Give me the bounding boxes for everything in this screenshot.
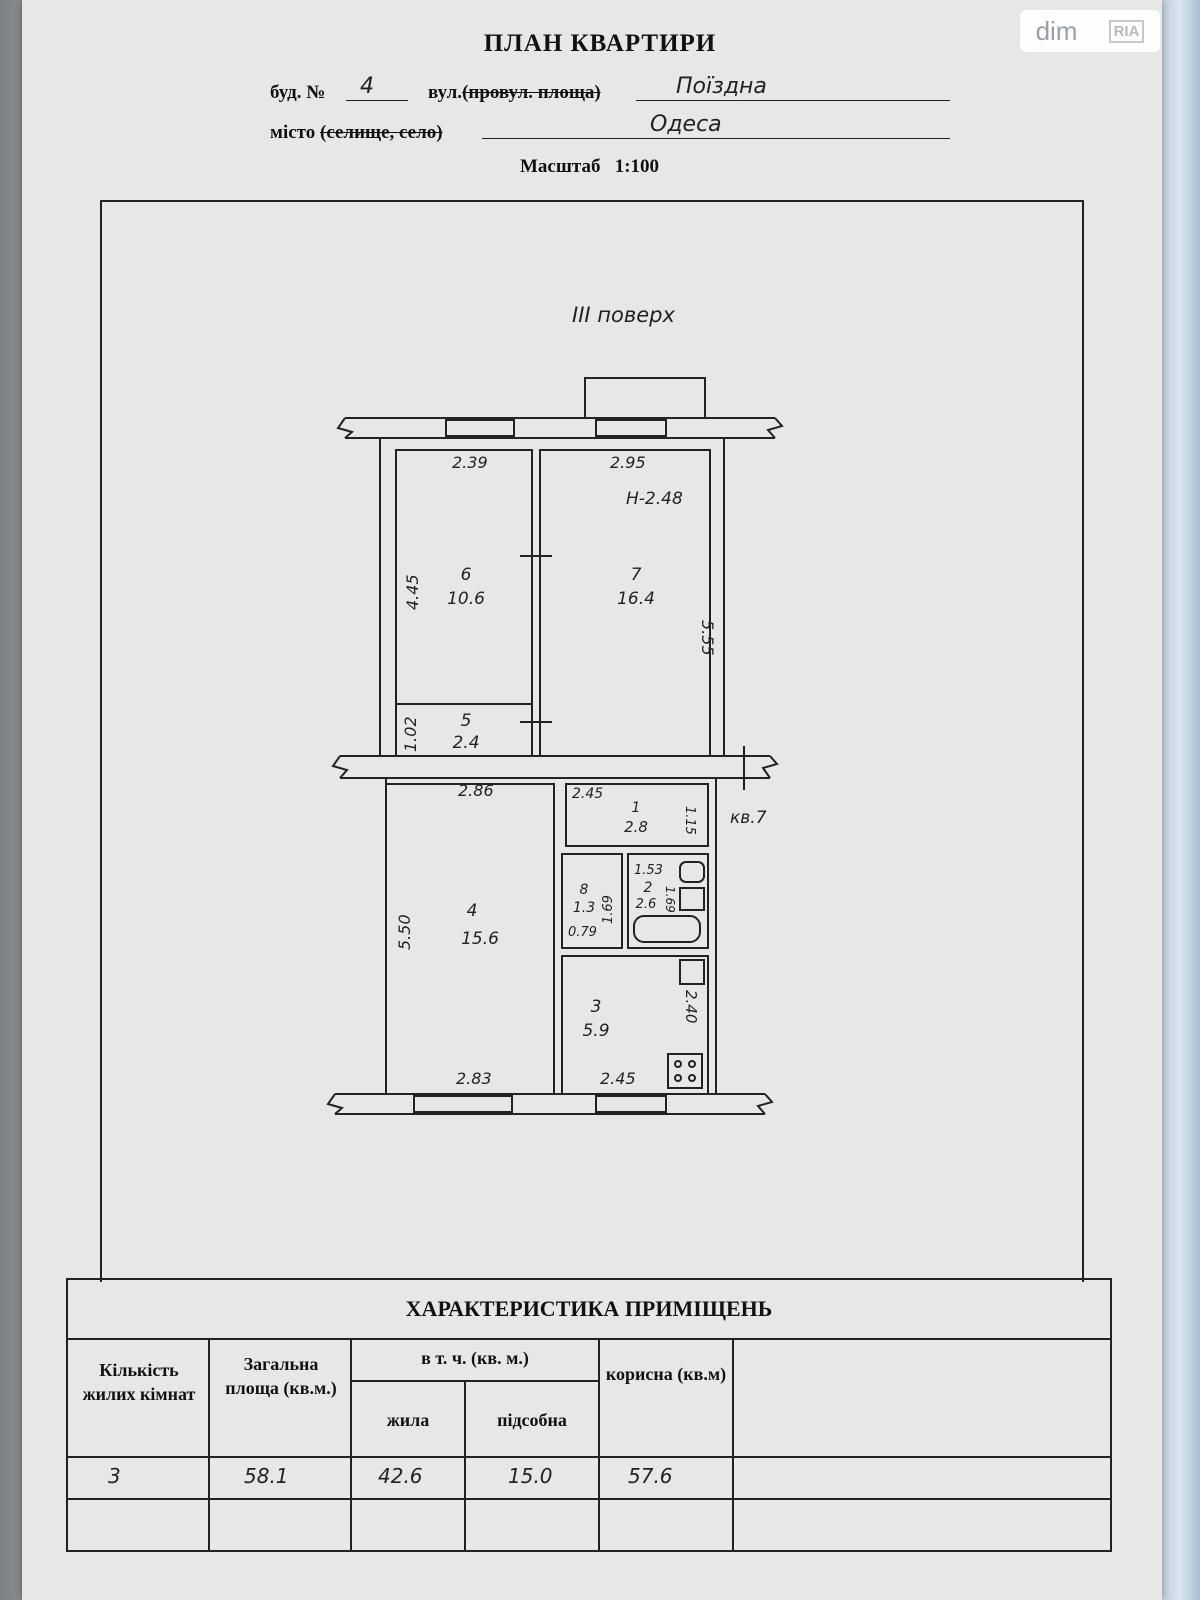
col-auxiliary-area: підсобна [497,1410,567,1430]
room-6-area: 10.6 [447,589,485,609]
building-label: буд. № [270,82,326,103]
dim-r4-side: 5.50 [395,914,414,950]
dimension-labels: 2.39 2.95 4.45 5.55 1.02 2.86 5.50 2.83 … [395,453,717,1088]
city-name: Одеса [650,112,722,137]
room-1-area: 2.8 [624,818,648,836]
room-8-area: 1.3 [573,900,595,916]
dim-r8-bottom: 0.79 [568,925,597,940]
dim-r1-side: 1.15 [682,806,697,835]
city-label-row: місто (селище, село) [270,122,443,144]
value-total-area: 58.1 [244,1464,289,1488]
street-struck-options: (провул. площа) [462,82,601,103]
dim-r1-top: 2.45 [572,786,603,802]
table-col-5 [732,1338,734,1550]
scale-row: Масштаб 1:100 [520,156,659,178]
dim-r8-side: 1.69 [601,895,616,924]
table-rule-header [68,1456,1110,1458]
dim-r7-top: 2.95 [610,453,646,472]
street-underline [636,100,950,101]
street-name: Поїздна [676,74,767,99]
value-useful-area: 57.6 [628,1464,673,1488]
room-3-area: 5.9 [582,1021,609,1041]
city-label: місто [270,122,316,143]
dim-r6-top: 2.39 [452,453,488,472]
col-useful-area: корисна (кв.м) [605,1364,727,1384]
table-col-3 [464,1380,466,1550]
room-2-area: 2.6 [636,897,657,912]
room-1-number: 1 [632,800,641,816]
room-2-number: 2 [644,880,653,896]
scale-value: 1:100 [614,156,660,177]
dim-r4-bottom: 2.83 [456,1069,492,1088]
dim-r7-side: 5.55 [698,620,717,656]
dim-r3-side: 2.40 [682,990,700,1023]
dim-r2-side: 1.69 [663,886,677,913]
building-number: 4 [360,74,374,99]
col-living-area: жила [386,1410,430,1430]
plan-frame [100,200,1084,1282]
table-col-2 [350,1338,352,1550]
room-4-number: 4 [467,901,478,921]
room-8-number: 8 [580,882,589,898]
value-living-area: 42.6 [378,1464,423,1488]
street-label-row: вул.(провул. площа) [428,82,601,104]
dim-r3-bottom: 2.45 [600,1069,636,1088]
room-6-number: 6 [461,565,472,585]
building-underline [346,100,408,101]
room-5-number: 5 [461,711,472,731]
dim-r5-side: 1.02 [401,716,420,752]
table-rule-row [68,1498,1110,1500]
table-col-1 [208,1338,210,1550]
table-rule-incl [350,1380,598,1382]
room-7-number: 7 [631,565,642,585]
dim-r6-side: 4.45 [403,574,422,610]
dim-r4-top: 2.86 [458,781,494,800]
table-col-4 [598,1338,600,1550]
col-including: в т. ч. (кв. м.) [421,1348,529,1368]
value-auxiliary-area: 15.0 [508,1464,553,1488]
room-labels: 6 10.6 7 16.4 5 2.4 4 15.6 1 2.8 8 1.3 2… [447,565,656,1041]
col-total-area: Загальна площа (кв.м.) [225,1354,337,1398]
paper-sheet [22,0,1162,1600]
page-title: ПЛАН КВАРТИРИ [483,30,717,57]
city-struck-options: (селище, село) [320,122,443,143]
city-underline [482,138,950,139]
watermark-ria-logo: RIA [1108,19,1145,43]
room-3-number: 3 [591,997,602,1017]
dim-r2-top: 1.53 [634,863,663,878]
watermark-dim: dim [1035,15,1078,46]
dim-ria-watermark: dim RIA [1020,10,1160,52]
building-row: буд. № [270,82,325,104]
premises-table-title: ХАРАКТЕРИСТИКА ПРИМІЩЕНЬ [405,1296,773,1321]
value-living-rooms: 3 [108,1464,121,1488]
col-living-rooms-count: Кількість жилих кімнат [82,1360,196,1404]
scale-label: Масштаб [520,156,601,177]
room-7-area: 16.4 [617,589,655,609]
premises-table: ХАРАКТЕРИСТИКА ПРИМІЩЕНЬ Кількість жилих… [66,1278,1112,1552]
table-rule-top [68,1338,1110,1340]
street-label: вул. [428,82,463,103]
room-4-area: 15.6 [461,929,499,949]
room-5-area: 2.4 [452,733,479,753]
floor-label: III поверх [572,303,675,327]
apartment-label: кв.7 [730,808,767,828]
ceiling-height-label: H-2.48 [626,489,683,509]
